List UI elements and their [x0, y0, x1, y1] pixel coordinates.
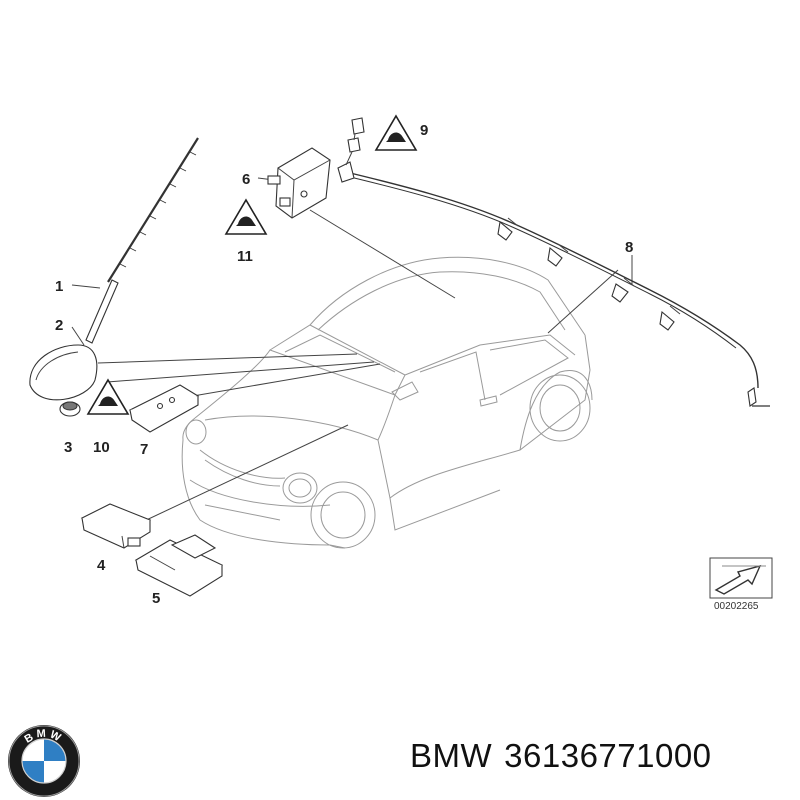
warning-triangle-11-icon [224, 198, 268, 235]
grommet-part-3 [59, 401, 81, 417]
callout-6: 6 [242, 171, 250, 188]
connector-part-9 [337, 117, 365, 183]
bmw-logo: BMW [8, 725, 80, 797]
callout-10: 10 [93, 439, 110, 456]
callout-9: 9 [420, 122, 428, 139]
callout-8: 8 [625, 239, 633, 256]
leader-lines [71, 177, 633, 524]
bracket-part-5 [134, 534, 224, 597]
diagram-code: 00202265 [714, 601, 759, 612]
callout-11: 11 [237, 248, 253, 265]
rod-antenna-part-1 [85, 137, 199, 344]
part-number: 36136771000 [504, 737, 712, 774]
callout-5: 5 [152, 590, 160, 607]
callout-4: 4 [97, 557, 106, 574]
diagram-code-box: 00202265 [709, 557, 773, 612]
module-part-7 [128, 384, 200, 433]
car-outline [181, 256, 593, 549]
brand-name: BMW [410, 737, 493, 774]
antenna-base-part-2 [29, 344, 98, 401]
amplifier-module-part-6 [267, 147, 331, 219]
callout-3: 3 [64, 439, 72, 456]
warning-triangle-9-icon [374, 114, 418, 151]
callout-labels: 1 2 3 4 5 6 7 8 9 10 11 [55, 122, 633, 607]
control-unit-part-4 [80, 503, 152, 549]
svg-text:BMW: BMW [22, 728, 65, 746]
warning-triangle-10-icon [86, 378, 130, 415]
wiring-harness-part-8 [345, 171, 770, 407]
callout-1: 1 [55, 278, 63, 295]
part-number-caption: BMW 36136771000 [410, 737, 724, 775]
callout-2: 2 [55, 317, 63, 334]
callout-7: 7 [140, 441, 148, 458]
